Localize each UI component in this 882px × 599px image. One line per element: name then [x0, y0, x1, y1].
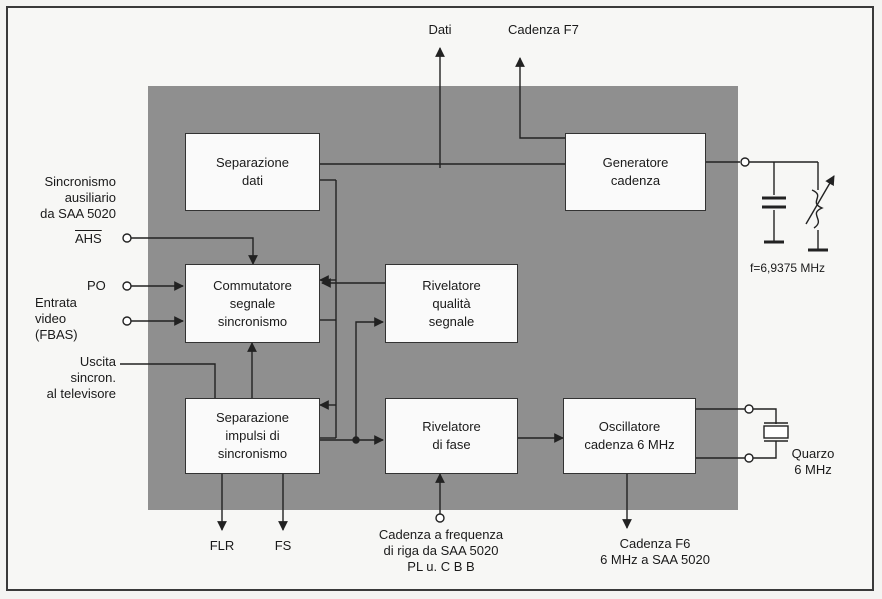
fs-label: FS	[274, 538, 292, 553]
frequenza-label: f=6,9375 MHz	[750, 261, 826, 275]
entrata-video-label: Entrata video (FBAS)	[35, 295, 78, 342]
commutatore-block: Commutatore segnale sincronismo	[185, 264, 320, 343]
generatore-cadenza-block: Generatore cadenza	[565, 133, 706, 211]
flr-label: FLR	[209, 538, 235, 553]
ahs-label: AHS	[75, 231, 102, 246]
separazione-dati-block: Separazione dati	[185, 133, 320, 211]
cadenza-riga-label: Cadenza a frequenza di riga da SAA 5020 …	[378, 527, 504, 574]
separazione-impulsi-block: Separazione impulsi di sincronismo	[185, 398, 320, 474]
rivelatore-fase-block: Rivelatore di fase	[385, 398, 518, 474]
cadenza-f6-label: Cadenza F6 6 MHz a SAA 5020	[600, 536, 710, 567]
oscillatore-block: Oscillatore cadenza 6 MHz	[563, 398, 696, 474]
sincronismo-label: Sincronismo ausiliario da SAA 5020	[40, 174, 116, 221]
rivelatore-qualita-block: Rivelatore qualità segnale	[385, 264, 518, 343]
quarzo-label: Quarzo 6 MHz	[791, 446, 835, 477]
po-label: PO	[87, 278, 106, 293]
cadenza-f7-label: Cadenza F7	[508, 22, 579, 37]
dati-label: Dati	[428, 22, 452, 37]
uscita-label: Uscita sincron. al televisore	[46, 354, 116, 401]
